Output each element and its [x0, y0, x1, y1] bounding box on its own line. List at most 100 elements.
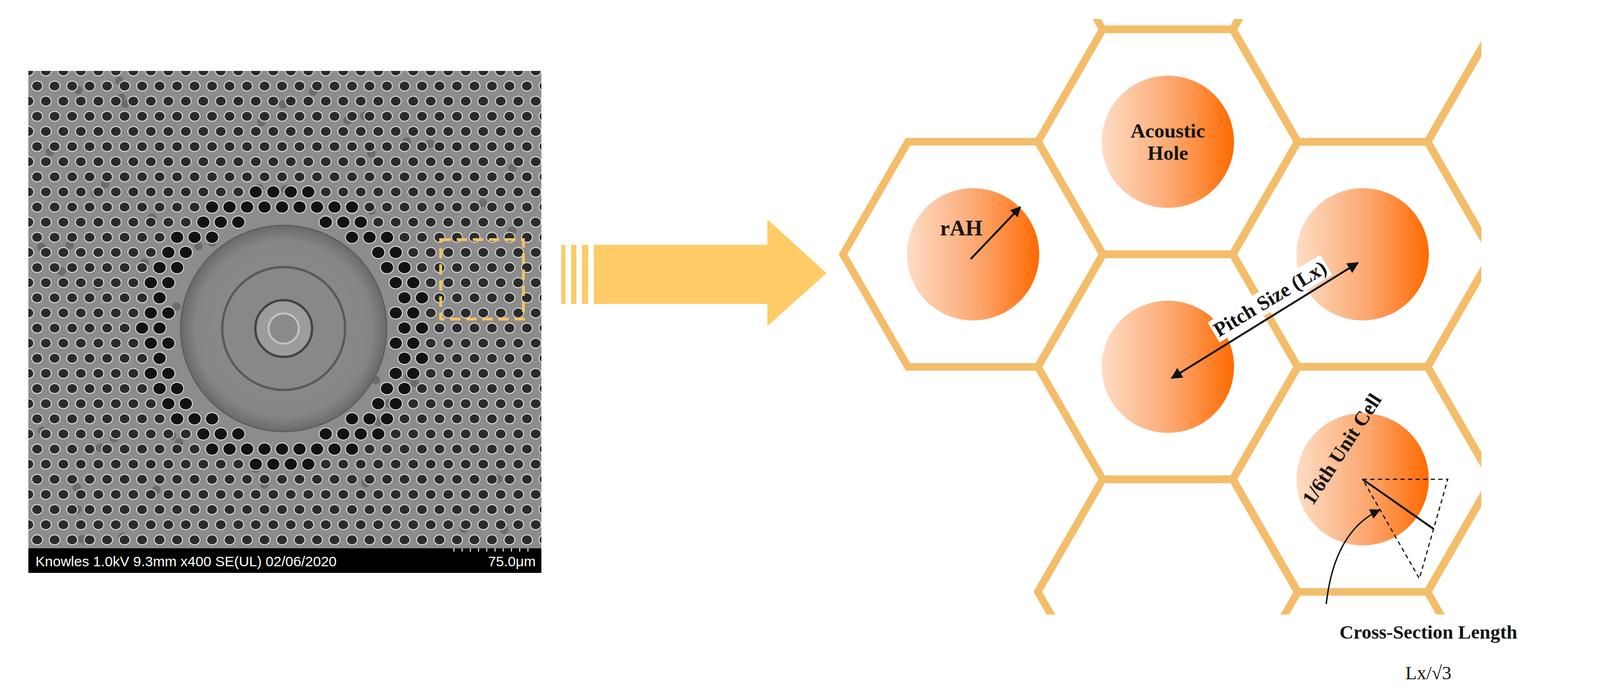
sem-hole [28, 338, 35, 349]
sem-hole [136, 81, 148, 92]
sem-hole [84, 444, 96, 455]
sem-hole [215, 70, 227, 77]
scale-tick [469, 548, 471, 552]
sem-hole [259, 172, 270, 183]
sem-hole [268, 489, 279, 500]
sem-hole [153, 291, 167, 305]
sem-hole [451, 353, 463, 364]
sem-hole [381, 111, 393, 122]
sem-hole [285, 520, 297, 531]
sem-hole [101, 444, 113, 455]
sem-hole [478, 217, 489, 228]
sem-hole [58, 217, 70, 228]
sem-hole [66, 535, 78, 546]
sem-hole [451, 81, 463, 92]
scale-bar-label: 75.0μm [487, 553, 536, 571]
sem-hole [406, 337, 420, 350]
sem-hole [294, 111, 305, 122]
sem-hole [180, 217, 192, 228]
sem-hole [119, 474, 131, 485]
sem-hole [530, 429, 542, 440]
sem-hole [161, 337, 175, 350]
sem-hole [478, 278, 489, 288]
sem-hole [145, 126, 157, 137]
sem-hole [390, 489, 402, 500]
sem-hole [171, 444, 183, 455]
sem-hole [58, 70, 70, 77]
sem-hole [28, 308, 35, 319]
sem-hole [110, 368, 122, 379]
sem-hole [451, 323, 463, 334]
sem-hole [513, 399, 524, 409]
sem-hole [504, 111, 515, 122]
sem-hole [451, 293, 463, 304]
sem-hole [338, 459, 349, 470]
sem-hole [310, 200, 324, 214]
sem-hole [521, 444, 533, 455]
sem-hole [249, 458, 263, 471]
sem-hole [189, 474, 200, 485]
scale-tick [453, 548, 455, 552]
sem-hole [101, 535, 113, 546]
sem-hole [460, 459, 472, 470]
sem-hole [504, 414, 515, 425]
sem-hole [93, 247, 105, 258]
sem-hole [154, 111, 166, 122]
sem-hole [101, 232, 113, 243]
sem-hole [539, 353, 542, 364]
sem-hole [408, 520, 419, 531]
sem-hole [241, 111, 253, 122]
sem-hole [161, 306, 175, 320]
sem-hole [390, 96, 402, 107]
sem-hole [215, 187, 227, 198]
sem-hole [425, 217, 437, 228]
sem-hole [303, 70, 314, 77]
sem-hole [495, 429, 507, 440]
sem-hole [119, 232, 131, 243]
sem-hole [49, 293, 61, 304]
sem-hole [75, 70, 87, 77]
sem-hole [293, 443, 307, 456]
sem-hole [539, 383, 542, 394]
sem-hole [521, 414, 533, 425]
sem-hole [425, 459, 437, 470]
sem-hole [443, 126, 454, 137]
sem-hole [399, 81, 410, 92]
sem-hole [40, 489, 52, 500]
sem-hole [250, 489, 262, 500]
sem-hole [66, 383, 78, 394]
sem-hole [539, 262, 542, 273]
sem-hole [425, 368, 437, 379]
scale-tick [486, 548, 488, 552]
sem-hole [294, 474, 305, 485]
sem-hole [205, 231, 219, 244]
sem-hole [189, 535, 200, 546]
sem-hole [354, 216, 368, 229]
sem-hole [415, 291, 429, 305]
sem-hole [119, 262, 131, 273]
sem-hole [233, 96, 244, 107]
sem-hole [145, 429, 157, 440]
sem-hole [145, 156, 157, 167]
sem-hole [135, 321, 149, 335]
sem-hole [495, 459, 507, 470]
sem-hole [75, 126, 87, 137]
sem-hole [373, 70, 384, 77]
sem-hole [513, 368, 524, 379]
sem-hole [93, 126, 105, 137]
sem-hole [31, 293, 43, 304]
sem-hole [101, 414, 113, 425]
sem-hole [163, 126, 174, 137]
sem-hole [154, 414, 166, 425]
sem-hole [93, 70, 105, 77]
sem-hole [110, 399, 122, 409]
sem-hole [161, 367, 175, 380]
sem-hole [504, 535, 515, 546]
sem-hole [128, 489, 140, 500]
sem-hole [310, 443, 324, 456]
sem-hole [443, 489, 454, 500]
sem-hole [434, 172, 445, 183]
sem-hole [163, 156, 174, 167]
sem-hole [31, 444, 43, 455]
sem-hole [311, 111, 323, 122]
